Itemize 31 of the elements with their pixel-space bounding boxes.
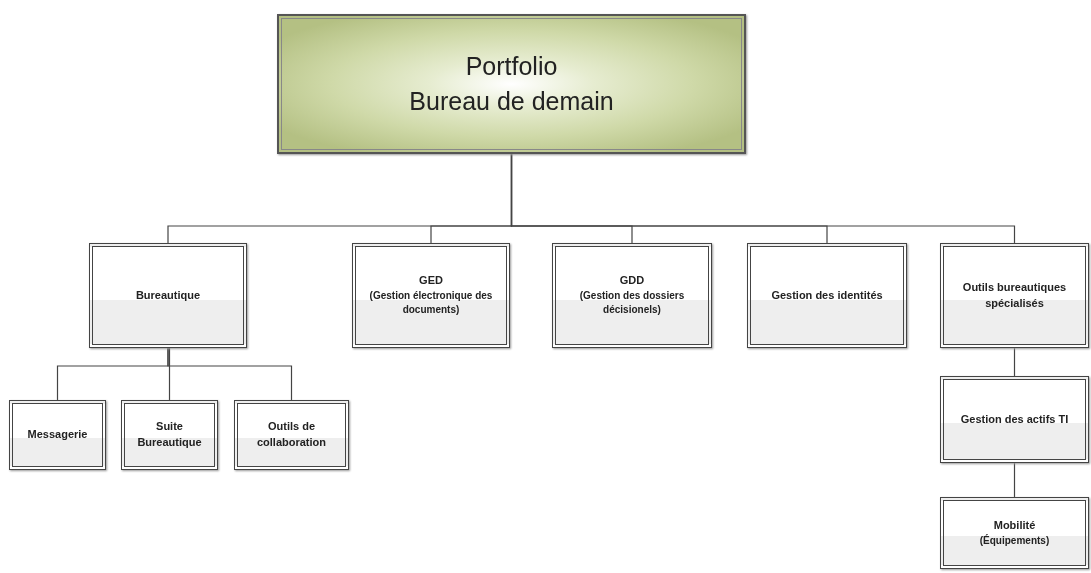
box-subtitle: (Équipements): [978, 533, 1051, 548]
root-box: [277, 14, 746, 154]
box-title: Gestion des identités: [770, 287, 884, 303]
box-title: Mobilité: [992, 517, 1037, 533]
org-box: [940, 376, 1089, 463]
org-box: [940, 243, 1089, 348]
org-box: [89, 243, 247, 348]
org-box: [234, 400, 349, 470]
box-title: Portfolio: [464, 51, 559, 82]
connector-line: [1013, 462, 1016, 498]
connector-line: [1013, 347, 1016, 377]
org-box: [747, 243, 907, 348]
box-title: GED: [418, 273, 444, 289]
org-box: [121, 400, 218, 470]
org-box: [940, 497, 1089, 569]
connector-line: [168, 347, 171, 401]
box-title: Bureautique: [134, 287, 202, 303]
box-title: Gestion des actifs TI: [959, 411, 1070, 427]
box-title: Outils bureautiques spécialisés: [961, 279, 1068, 311]
box-subtitle: Bureau de demain: [408, 86, 615, 117]
org-box: [9, 400, 106, 470]
box-title: GDD: [618, 273, 646, 289]
connector-line: [167, 347, 293, 401]
org-box: [552, 243, 712, 348]
box-title: Messagerie: [26, 427, 89, 443]
box-title: Suite Bureautique: [136, 419, 203, 450]
box-subtitle: (Gestion des dossiers décisionels): [578, 288, 686, 318]
org-box: [352, 243, 510, 348]
connector-line: [510, 153, 1016, 244]
box-title: Outils de collaboration: [255, 419, 328, 450]
box-subtitle: (Gestion électronique des documents): [368, 288, 494, 318]
